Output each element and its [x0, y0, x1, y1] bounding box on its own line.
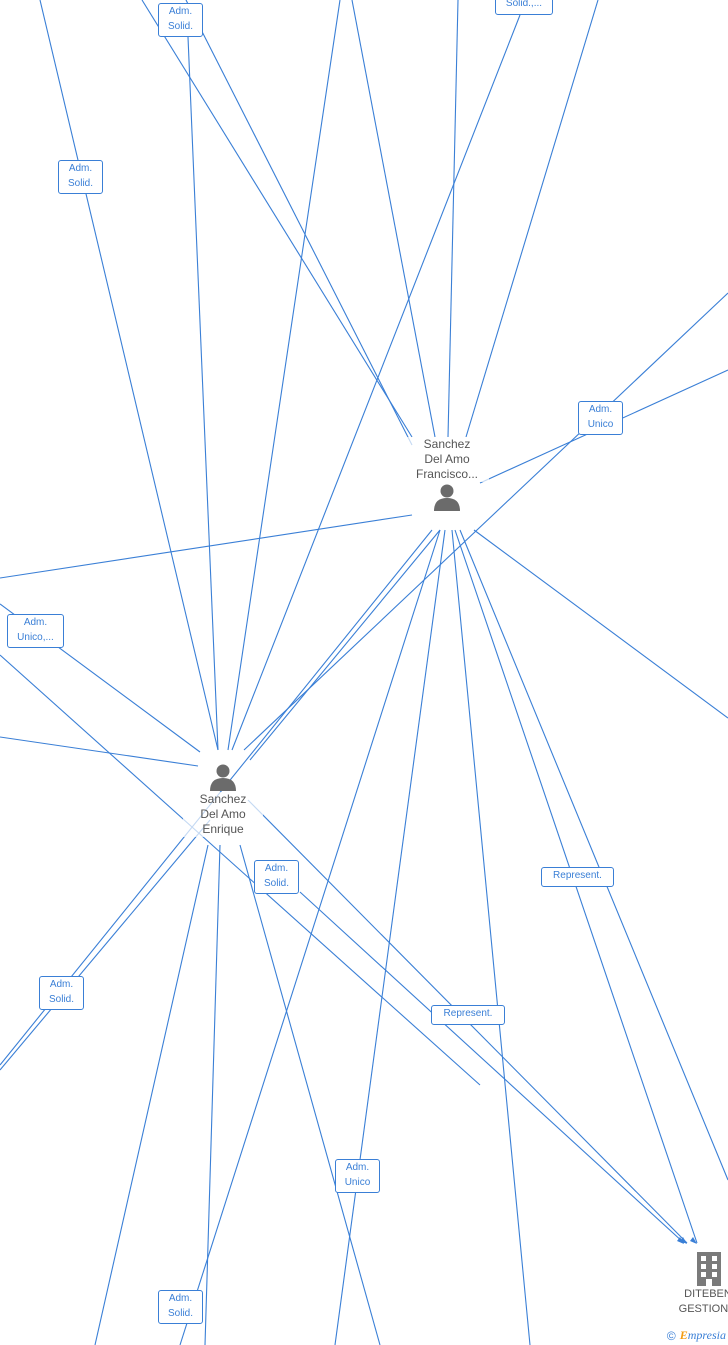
connection-line [243, 292, 728, 751]
connection-line [299, 891, 685, 1244]
connection-line [0, 654, 481, 1086]
company-name: DITEBEN GESTION... [678, 1288, 728, 1315]
edge-label[interactable]: Adm. Solid. [58, 160, 103, 194]
copyright-symbol: © [666, 1328, 676, 1343]
edge-label[interactable]: Represent. [431, 1005, 505, 1025]
edge-label[interactable]: Adm. Unico [578, 401, 623, 435]
arrowhead-icon [677, 1237, 684, 1244]
edge-label[interactable]: Adm. Solid. [39, 976, 84, 1010]
person-icon [434, 484, 460, 511]
edge-label[interactable]: Adm. Unico,... [7, 614, 64, 648]
connection-line [141, 0, 413, 438]
brand-logo: Empresia [679, 1328, 726, 1342]
connection-line [0, 736, 199, 767]
connection-line [0, 819, 211, 1071]
person-name: Sanchez Del Amo Enrique [183, 792, 263, 837]
edge-label[interactable]: Adm. Solid. [254, 860, 299, 894]
edge-label[interactable]: Solid.,... [495, 0, 553, 15]
connection-line [0, 514, 413, 579]
connection-line [187, 36, 219, 751]
connection-line [459, 529, 728, 1181]
arrowhead-icon [690, 1237, 697, 1244]
person-name: Sanchez Del Amo Francisco... [405, 437, 489, 482]
connection-line [185, 0, 413, 446]
connection-line [473, 529, 728, 719]
connection-line [351, 0, 436, 438]
connection-line [239, 844, 381, 1345]
person-node-enrique[interactable]: Sanchez Del Amo Enrique [183, 762, 263, 837]
arrowhead-icon [680, 1237, 687, 1244]
edge-label[interactable]: Adm. Solid. [158, 3, 203, 37]
edge-label[interactable]: Adm. Unico [335, 1159, 380, 1193]
connection-line [94, 844, 209, 1345]
edge-label[interactable]: Represent. [541, 867, 614, 887]
connection-line [334, 529, 446, 1345]
connection-line [179, 529, 441, 1345]
company-node[interactable]: DITEBEN GESTION... [668, 1251, 728, 1317]
connection-line [231, 14, 521, 751]
person-icon [210, 764, 236, 791]
brand-footer: © Empresia [667, 1328, 726, 1343]
connection-line [249, 529, 441, 761]
edge-label[interactable]: Adm. Solid. [158, 1290, 203, 1324]
connection-line [39, 0, 219, 751]
person-node-francisco[interactable]: Sanchez Del Amo Francisco... [405, 437, 489, 512]
connection-line [465, 0, 599, 438]
connection-line [451, 529, 531, 1345]
connection-line [227, 0, 341, 751]
connection-line [447, 0, 459, 438]
building-icon [697, 1252, 721, 1286]
connection-line [204, 844, 221, 1345]
